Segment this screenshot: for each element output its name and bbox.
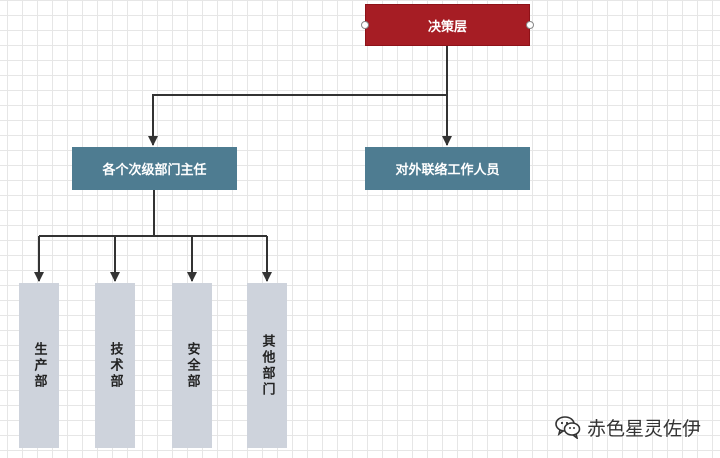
node-decision-layer[interactable]: 决策层 [365, 4, 530, 46]
node-production-dept-label: 生产部 [31, 341, 47, 390]
selection-handle-left[interactable] [361, 21, 369, 29]
node-external-liaison[interactable]: 对外联络工作人员 [365, 147, 530, 190]
node-technology-dept-label: 技术部 [107, 341, 123, 390]
node-technology-dept[interactable]: 技术部 [95, 283, 135, 448]
watermark: 赤色星灵佐伊 [555, 410, 701, 444]
selection-handle-right[interactable] [526, 21, 534, 29]
node-external-liaison-label: 对外联络工作人员 [395, 163, 500, 178]
node-safety-dept[interactable]: 安全部 [172, 283, 212, 448]
node-decision-layer-label: 决策层 [427, 19, 467, 35]
node-department-heads-label: 各个次级部门主任 [102, 163, 207, 178]
node-production-dept[interactable]: 生产部 [19, 283, 59, 448]
watermark-text: 赤色星灵佐伊 [587, 417, 702, 440]
wechat-icon [555, 416, 581, 439]
node-other-dept-label: 其他部门 [259, 333, 275, 398]
node-department-heads[interactable]: 各个次级部门主任 [72, 147, 237, 190]
edge-top-to-mid-left [148, 46, 448, 146]
node-other-dept[interactable]: 其他部门 [247, 283, 287, 448]
node-safety-dept-label: 安全部 [184, 341, 200, 390]
